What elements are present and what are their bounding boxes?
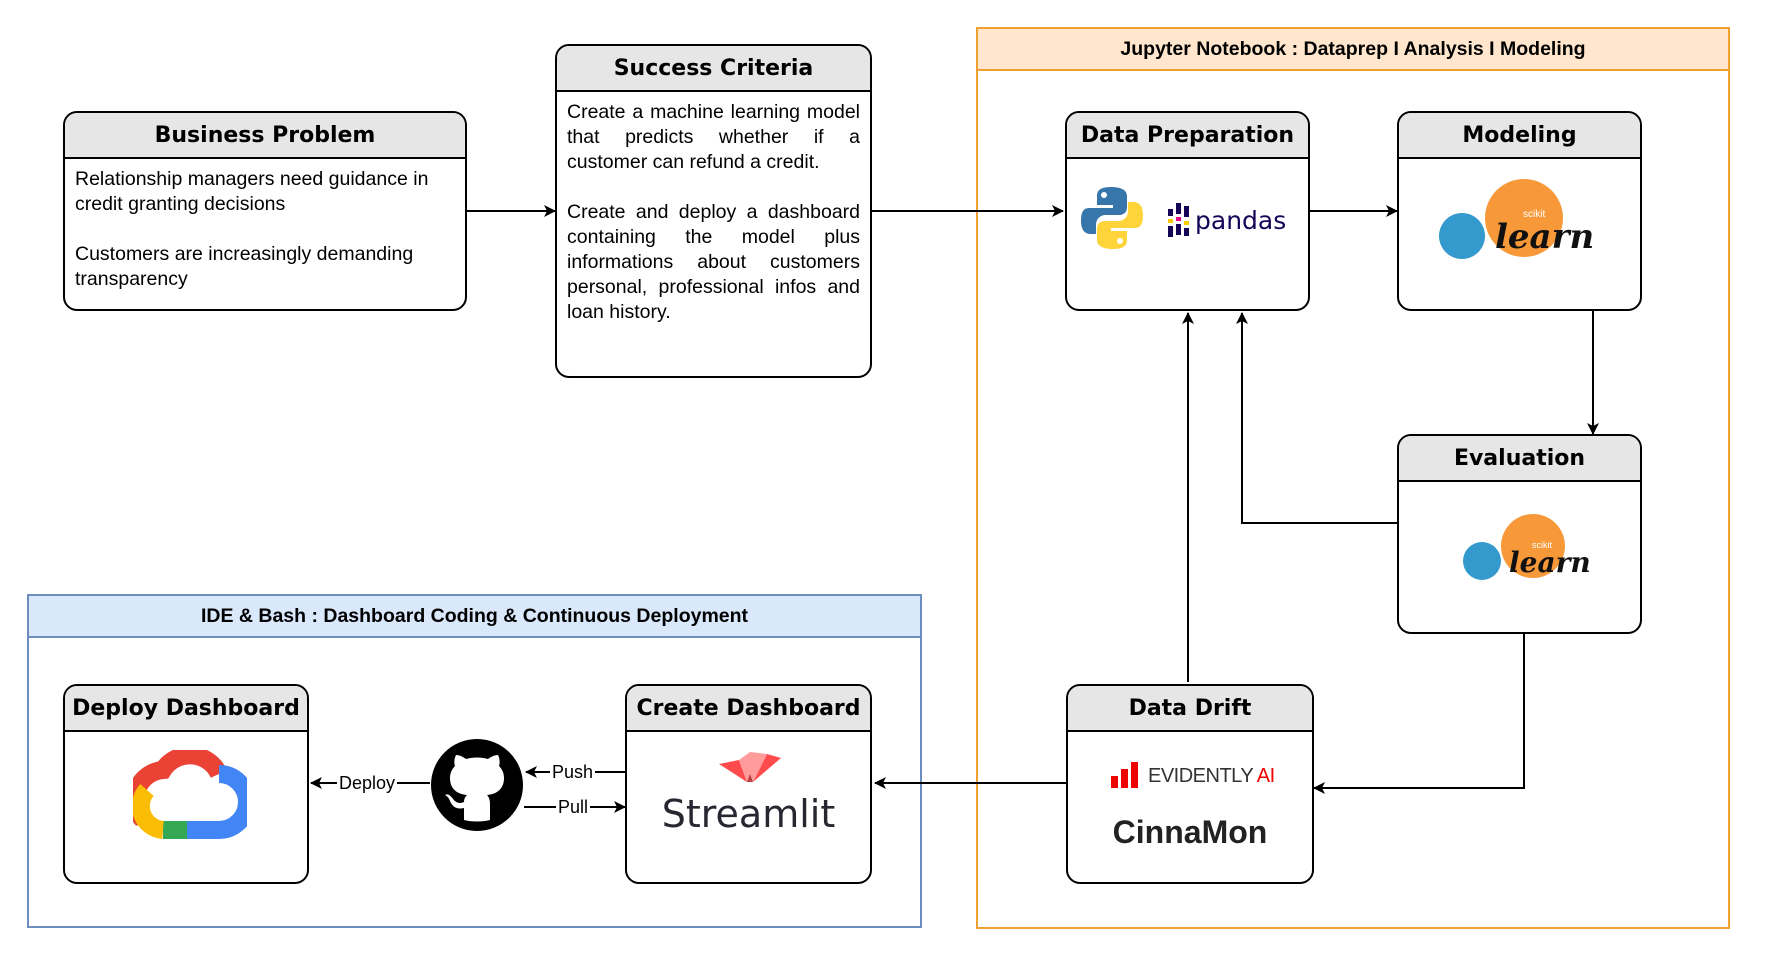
success-criteria-text-2: Create and deploy a dashboard containing…	[567, 201, 860, 323]
edge-label-deploy: Deploy	[337, 773, 398, 793]
evidently-wordmark: EVIDENTLY AI	[1148, 765, 1275, 788]
sklearn-learn-label: learn	[1495, 217, 1595, 257]
data-preparation-card: Data Preparation pandas	[1065, 111, 1310, 311]
streamlit-wordmark: Streamlit	[661, 792, 836, 836]
business-problem-text-1: Relationship managers need guidance in c…	[75, 168, 429, 215]
edge-evaluation-to-dataprep	[1236, 312, 1397, 524]
modeling-card: Modeling scikit learn	[1397, 111, 1642, 311]
success-criteria-title: Success Criteria	[557, 46, 870, 92]
data-drift-title: Data Drift	[1068, 686, 1312, 732]
python-logo-icon	[1081, 187, 1143, 249]
pandas-mark-icon	[1168, 203, 1189, 237]
success-criteria-text-1: Create a machine learning model that pre…	[567, 101, 860, 173]
success-criteria-card: Success Criteria Create a machine learni…	[555, 44, 872, 378]
jupyter-group: Jupyter Notebook : Dataprep I Analysis I…	[976, 27, 1730, 929]
edge-label-push: Push	[550, 762, 596, 782]
streamlit-crown-icon	[719, 752, 781, 782]
edge-label-pull: Pull	[556, 797, 591, 817]
sklearn-blue-blob-icon	[1463, 542, 1501, 580]
cinnamon-wordmark: CinnaMon	[1112, 814, 1268, 850]
business-problem-title: Business Problem	[65, 113, 465, 159]
ide-group-title: IDE & Bash : Dashboard Coding & Continuo…	[29, 596, 920, 638]
ide-group: IDE & Bash : Dashboard Coding & Continuo…	[27, 594, 922, 928]
pandas-wordmark: pandas	[1195, 206, 1287, 235]
google-cloud-icon	[133, 750, 247, 839]
create-dashboard-card: Create Dashboard Streamlit	[625, 684, 872, 884]
sklearn-scikit-label: scikit	[1523, 209, 1546, 220]
business-problem-text-2: Customers are increasingly demanding tra…	[75, 243, 414, 290]
evaluation-card: Evaluation scikit learn	[1397, 434, 1642, 634]
data-preparation-title: Data Preparation	[1067, 113, 1308, 159]
sklearn-blue-blob-icon	[1439, 213, 1485, 259]
evidently-ai-label: AI	[1256, 765, 1275, 787]
evidently-bars-icon	[1111, 762, 1138, 788]
sklearn-orange-blob-icon	[1485, 179, 1563, 257]
github-icon[interactable]	[430, 738, 524, 832]
data-drift-card: Data Drift EVIDENTLY AI CinnaMon	[1066, 684, 1314, 884]
modeling-title: Modeling	[1399, 113, 1640, 159]
sklearn-learn-label: learn	[1509, 546, 1591, 579]
jupyter-group-title: Jupyter Notebook : Dataprep I Analysis I…	[978, 29, 1728, 71]
deploy-dashboard-card: Deploy Dashboard	[63, 684, 309, 884]
sklearn-orange-blob-icon	[1501, 514, 1565, 578]
evaluation-title: Evaluation	[1399, 436, 1640, 482]
evidently-main-label: EVIDENTLY	[1148, 765, 1253, 787]
edge-evaluation-to-datadrift	[1313, 634, 1525, 794]
deploy-dashboard-title: Deploy Dashboard	[65, 686, 307, 732]
create-dashboard-title: Create Dashboard	[627, 686, 870, 732]
business-problem-card: Business Problem Relationship managers n…	[63, 111, 467, 311]
sklearn-scikit-label: scikit	[1532, 540, 1552, 550]
